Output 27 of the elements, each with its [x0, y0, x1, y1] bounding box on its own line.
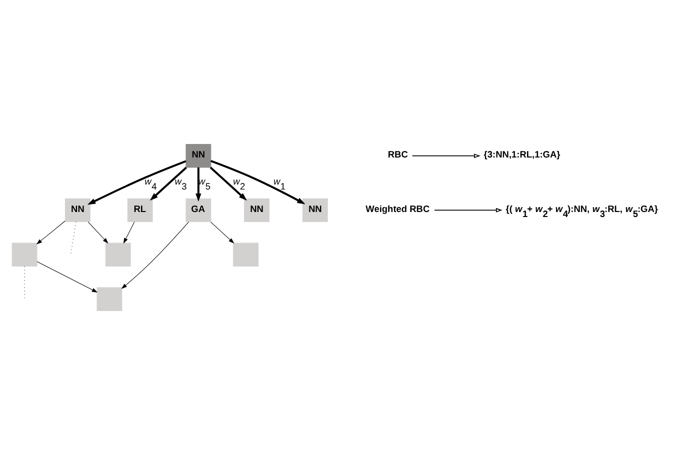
- node-box: [12, 242, 38, 266]
- arrow: [210, 222, 234, 244]
- node-box: NN: [302, 198, 328, 222]
- arrow: [210, 160, 306, 204]
- node-text: Weighted RBC: [366, 204, 430, 214]
- arrow: [412, 154, 480, 158]
- arrow: [196, 167, 202, 202]
- arrow: [121, 222, 189, 289]
- node-box: [233, 242, 258, 266]
- arrow: [210, 166, 247, 201]
- node-box: NN: [186, 144, 212, 168]
- arrow: [36, 261, 98, 292]
- node-text: RBC: [388, 149, 408, 160]
- arrow: [88, 222, 108, 244]
- node-box: NN: [244, 198, 270, 222]
- node-box: GA: [186, 198, 212, 222]
- arrow: [123, 222, 135, 244]
- node-box: [96, 287, 122, 311]
- arrow: [87, 160, 186, 205]
- arrow: [434, 208, 502, 212]
- arrow: [150, 166, 187, 201]
- node-text: {3:NN,1:RL,1:GA}: [484, 149, 560, 160]
- connector: [70, 222, 76, 254]
- node-box: NN: [64, 198, 90, 222]
- arrow: [36, 220, 66, 244]
- node-box: [105, 242, 131, 266]
- node-box: RL: [127, 198, 153, 222]
